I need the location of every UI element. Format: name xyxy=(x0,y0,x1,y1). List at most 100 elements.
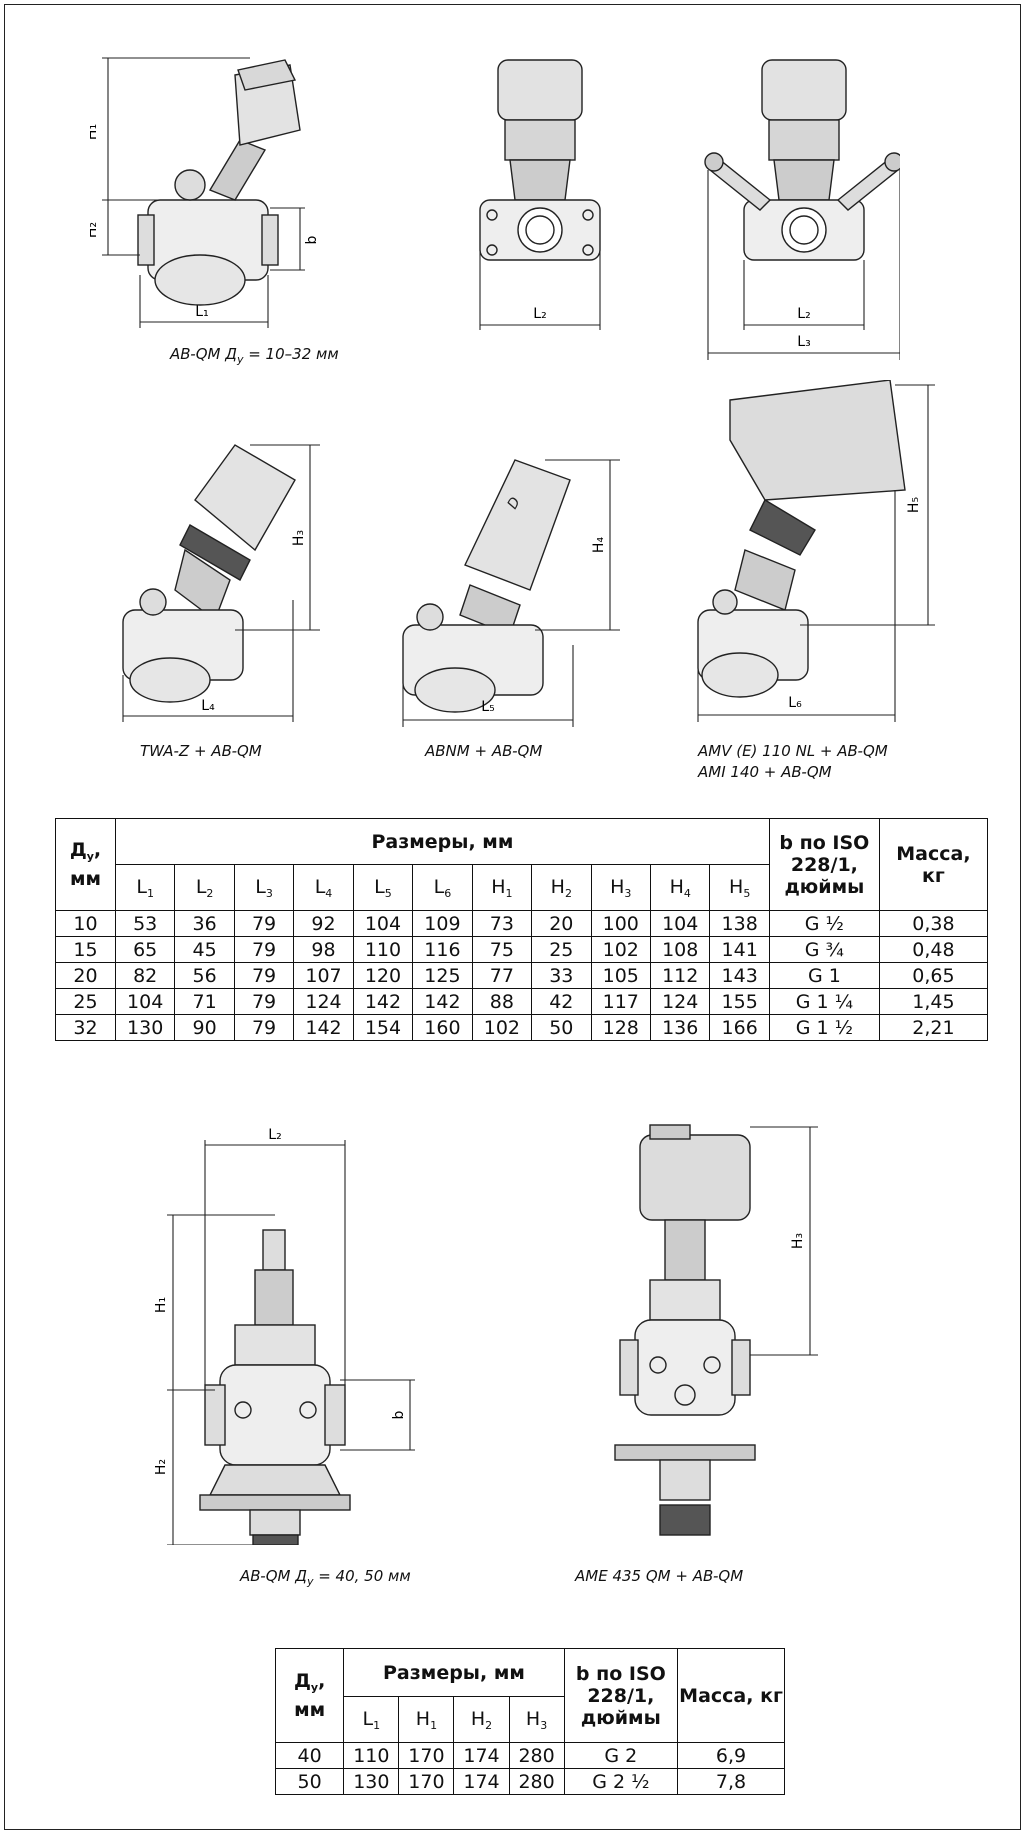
dim-h1-label: H₁ xyxy=(155,1297,169,1313)
table-cell: 166 xyxy=(709,1014,770,1041)
table-cell: 36 xyxy=(174,910,235,937)
table-cell: 280 xyxy=(508,1768,565,1795)
header-dimensions-group: Размеры, мм xyxy=(114,818,770,865)
figure-amv-ami: L₆ H₅ xyxy=(697,380,935,722)
header-dim-l2: L2 xyxy=(174,864,235,911)
header-dim-l5: L5 xyxy=(352,864,414,911)
table-cell: 45 xyxy=(174,936,235,963)
caption-abqm-10-32: AB-QM Ду = 10–32 мм xyxy=(170,345,339,366)
table-cell: 142 xyxy=(412,988,473,1015)
header-dim-h3: H3 xyxy=(508,1696,565,1743)
table-cell: 125 xyxy=(412,962,473,989)
table-cell: 138 xyxy=(709,910,770,937)
table-cell: 104 xyxy=(352,910,414,937)
table-cell: G 2 ½ xyxy=(563,1768,679,1795)
table-cell: 280 xyxy=(508,1742,565,1769)
table-cell: 2,21 xyxy=(878,1014,989,1041)
table-cell: 102 xyxy=(471,1014,533,1041)
header-b-iso: b по ISO 228/1, дюймы xyxy=(768,818,880,911)
table-cell: 79 xyxy=(233,936,295,963)
header-dim-h2: H2 xyxy=(531,864,592,911)
header-dim-h5: H5 xyxy=(709,864,770,911)
header-dn: Ду,мм xyxy=(274,1648,345,1743)
dimensions-table-10-32: Ду,мм Размеры, мм b по ISO 228/1, дюймы … xyxy=(55,818,989,1041)
dim-l2-label: L₂ xyxy=(533,306,546,322)
dim-h1-label: H₁ xyxy=(90,124,100,140)
dimensions-table-40-50: Ду,мм Размеры, мм b по ISO 228/1, дюймы … xyxy=(274,1648,785,1795)
table-cell: 174 xyxy=(453,1742,510,1769)
figure-abqm-side: H₁ H₂ L₁ b xyxy=(90,57,320,328)
caption-amv: AMV (E) 110 NL + AB-QM xyxy=(698,742,888,760)
table-cell: 20 xyxy=(531,910,592,937)
figure-abqm-front-ports: L₂ L₃ xyxy=(704,59,900,360)
table-cell: 0,65 xyxy=(878,962,989,989)
header-dn: Ду,мм xyxy=(55,818,116,911)
table-cell: 40 xyxy=(274,1742,345,1769)
table-cell: 79 xyxy=(233,988,295,1015)
table-cell: 104 xyxy=(114,988,176,1015)
header-b-iso: b по ISO 228/1, дюймы xyxy=(563,1648,679,1743)
table-cell: 107 xyxy=(293,962,354,989)
table-cell: 155 xyxy=(709,988,770,1015)
table-cell: 71 xyxy=(174,988,235,1015)
figure-twa-z: L₄ H₃ xyxy=(122,444,320,722)
table-cell: 7,8 xyxy=(677,1768,785,1795)
dim-h3-label: H₃ xyxy=(790,1233,806,1249)
table-cell: 174 xyxy=(453,1768,510,1795)
dim-l5-label: L₅ xyxy=(481,699,494,715)
table-cell: G 1 ¼ xyxy=(768,988,880,1015)
table-cell: 10 xyxy=(55,910,116,937)
table-cell: 73 xyxy=(471,910,533,937)
dim-h5-label: H₅ xyxy=(906,497,922,513)
header-dim-h4: H4 xyxy=(649,864,711,911)
header-mass: Масса, кг xyxy=(878,818,989,911)
table-cell: 128 xyxy=(590,1014,651,1041)
table-cell: 79 xyxy=(233,1014,295,1041)
table-cell: 56 xyxy=(174,962,235,989)
caption-ame435qm: AME 435 QM + AB-QM xyxy=(575,1567,744,1585)
page-frame xyxy=(4,4,1021,1830)
table-cell: 42 xyxy=(531,988,592,1015)
dim-l2-label: L₂ xyxy=(268,1127,281,1143)
table-cell: 130 xyxy=(114,1014,176,1041)
table-cell: G 1 xyxy=(768,962,880,989)
caption-twa-z: TWA-Z + AB-QM xyxy=(140,742,262,760)
table-cell: 25 xyxy=(55,988,116,1015)
figure-abqm-front: L₂ xyxy=(479,59,601,330)
dim-l6-label: L₆ xyxy=(788,695,802,711)
table-cell: 32 xyxy=(55,1014,116,1041)
dim-l1-label: L₁ xyxy=(195,304,208,320)
table-cell: 0,38 xyxy=(878,910,989,937)
header-dim-l4: L4 xyxy=(293,864,354,911)
table-cell: 141 xyxy=(709,936,770,963)
table-cell: 100 xyxy=(590,910,651,937)
header-dimensions-group: Размеры, мм xyxy=(343,1648,565,1697)
table-cell: 136 xyxy=(649,1014,711,1041)
table-cell: 98 xyxy=(293,936,354,963)
header-dim-h1: H1 xyxy=(398,1696,455,1743)
table-cell: 102 xyxy=(590,936,651,963)
table-cell: 75 xyxy=(471,936,533,963)
dim-b-label: b xyxy=(391,1410,407,1419)
table-cell: 120 xyxy=(352,962,414,989)
dim-l2-label: L₂ xyxy=(797,306,810,322)
table-cell: G 2 xyxy=(563,1742,679,1769)
caption-ami: AMI 140 + AB-QM xyxy=(698,763,832,781)
table-cell: G 1 ½ xyxy=(768,1014,880,1041)
table-cell: 110 xyxy=(352,936,414,963)
table-cell: 160 xyxy=(412,1014,473,1041)
table-cell: 50 xyxy=(531,1014,592,1041)
table-cell: 124 xyxy=(293,988,354,1015)
table-cell: 79 xyxy=(233,962,295,989)
figure-abqm-40-50: L₂ H₁ H₂ b xyxy=(155,1127,415,1545)
header-dim-h3: H3 xyxy=(590,864,651,911)
table-cell: 112 xyxy=(649,962,711,989)
dim-l3-label: L₃ xyxy=(797,334,810,350)
table-cell: 90 xyxy=(174,1014,235,1041)
table-cell: 142 xyxy=(293,1014,354,1041)
table-cell: 105 xyxy=(590,962,651,989)
